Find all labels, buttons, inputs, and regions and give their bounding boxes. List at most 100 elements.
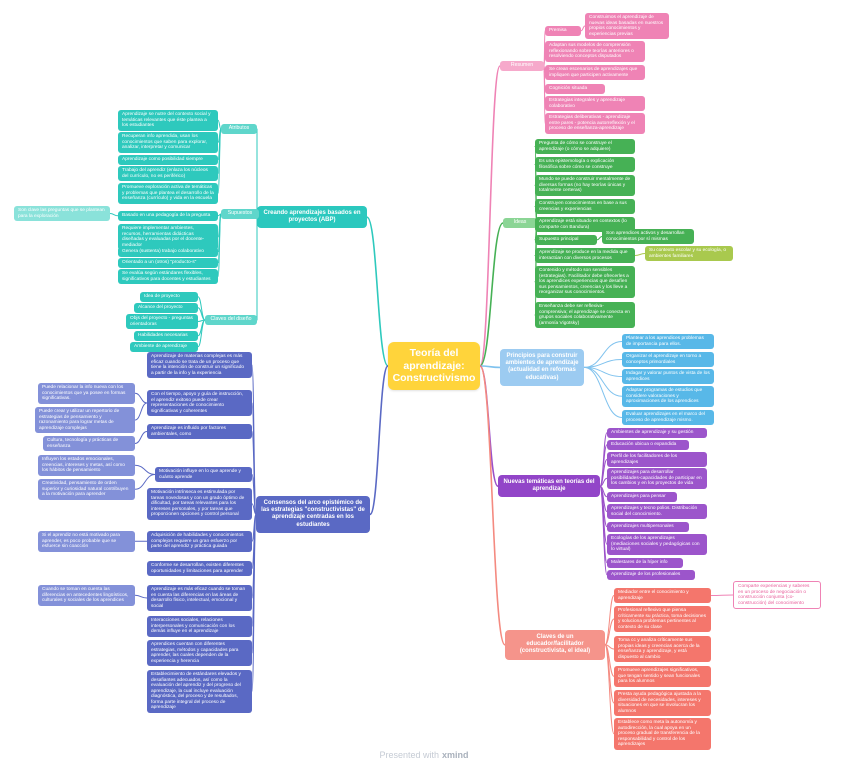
node-consenso-5[interactable]: Motivación intrínseca es estimulada por … (147, 488, 252, 520)
connector-abp-clave-5 (197, 319, 206, 348)
node-consenso-nota-6[interactable]: Si el aprendiz no está motivado para apr… (38, 531, 135, 552)
node-abp-supuesto-4[interactable]: Orientado a un (otros) "producto-s" (118, 258, 218, 268)
node-resumen-2[interactable]: Adaptan sus modelos de comprensión refle… (545, 41, 645, 62)
node-abp-clave-4[interactable]: Habilidades necesarias (134, 331, 198, 341)
node-consenso-nota-1[interactable]: Puede relacionar la info nueva con los c… (38, 383, 135, 404)
node-idea-5[interactable]: Aprendizaje está situado en contextos (l… (535, 217, 635, 233)
node-tematica-5[interactable]: Aprendizajes para pensar (607, 492, 677, 502)
node-consenso-2[interactable]: Con el tiempo, apoyo y guía de instrucci… (147, 390, 252, 417)
node-tematica-7[interactable]: Aprendizajes multipersonales (607, 522, 689, 532)
node-tematica-1[interactable]: Ambientes de aprendizaje y su gestión (607, 428, 707, 438)
node-principios-topic[interactable]: Principios para construir ambientes de a… (500, 349, 584, 386)
node-consenso-10[interactable]: Aprendices cuentan con diferentes estrat… (147, 640, 252, 667)
node-educador-clave-1[interactable]: Mediador entre el conocimiento y aprendi… (614, 588, 711, 604)
node-consenso-8[interactable]: Aprendizaje es más eficaz cuando se toma… (147, 585, 252, 612)
node-idea-1[interactable]: Pregunta de cómo se construye el aprendi… (535, 139, 635, 155)
node-consenso-nota-2[interactable]: Puede crear y utilizar un repertorio de … (35, 407, 135, 434)
node-consenso-nota-5[interactable]: Creatividad, pensamiento de orden superi… (38, 479, 135, 500)
node-idea-supuesto-detalle[interactable]: Son aprendices activos y desarrollan con… (602, 229, 694, 245)
node-educador-clave-3[interactable]: Toma cc y analiza críticamente sus propi… (614, 636, 711, 663)
node-abp-atributo-5[interactable]: Promueve exploración activa de temáticas… (118, 183, 218, 204)
node-consenso-4[interactable]: Motivación influye en lo que aprende y c… (155, 467, 252, 483)
node-consenso-1[interactable]: Aprendizaje de materias complejas es más… (147, 352, 252, 379)
node-educador-topic[interactable]: Claves de un educador/facilitador (const… (505, 630, 605, 660)
node-idea-9[interactable]: Enseñanza debe ser reflexiva-comprensiva… (535, 302, 635, 329)
node-idea-3[interactable]: Mundo se puede construir mentalmente de … (535, 175, 635, 196)
node-consenso-7[interactable]: Conforme se desarrollan, existen diferen… (147, 561, 252, 577)
node-idea-contextos-detalle[interactable]: Su contexto escolar y su ecología, o amb… (645, 246, 733, 262)
connector-tematica-3 (599, 459, 608, 487)
node-tematica-3[interactable]: Perfil de los facilitadores de los apren… (607, 452, 707, 468)
node-educador-clave-2[interactable]: Profesional reflexivo que piensa crítica… (614, 606, 711, 633)
node-tematica-8[interactable]: Ecologías de los aprendizajes (mediacion… (607, 534, 707, 555)
connector-tematica-2 (599, 444, 608, 487)
node-consenso-6[interactable]: Adquisición de habilidades y conocimient… (147, 531, 252, 552)
node-abp-supuesto-2[interactable]: Requiere implementar ambientes, recursos… (118, 224, 218, 251)
connector-consenso-9 (251, 513, 257, 627)
node-idea-2[interactable]: Es una epistemología o explicación filos… (535, 157, 635, 173)
node-resumen-3[interactable]: Se crean escenarios de aprendizajes que … (545, 65, 645, 81)
node-abp-label-claves[interactable]: Claves del diseño (205, 315, 257, 325)
node-consenso-3[interactable]: Aprendizaje es influido por factores amb… (147, 424, 252, 440)
node-tematica-6[interactable]: Aprendizajes y tecno polios. Distribució… (607, 504, 707, 520)
node-resumen-6[interactable]: Estrategias deliberativas - aprendizaje … (545, 113, 645, 134)
node-abp-label-supuestos[interactable]: Supuestos (221, 209, 259, 219)
node-consensos-topic[interactable]: Consensos del arco epistémico de las est… (256, 496, 370, 533)
node-abp-clave-2[interactable]: Alcance del proyecto (134, 303, 198, 313)
node-tematica-10[interactable]: Aprendizaje de los profesionales (607, 570, 695, 580)
node-principio-4[interactable]: Adaptar programas de estudios que consid… (622, 386, 714, 407)
connector-tematica-7 (599, 485, 608, 528)
node-idea-6[interactable]: Supuesto principal (535, 235, 597, 245)
connector-principios-topic (479, 365, 501, 369)
node-consenso-nota-3[interactable]: Cultura, tecnología y prácticas de enseñ… (43, 436, 135, 452)
node-tematica-9[interactable]: Malestares de la híper info (607, 558, 683, 568)
node-abp-atributo-3[interactable]: Aprendizaje como posibilidad siempre (118, 155, 218, 165)
node-ideas-topic[interactable]: Ideas (503, 218, 537, 228)
node-abp-supuesto-1[interactable]: Basado en una pedagogía de la pregunta (118, 211, 218, 221)
node-educador-clave-6[interactable]: Establece como meta la autonomía y autod… (614, 718, 711, 750)
connector-principio-2 (583, 359, 623, 368)
node-idea-4[interactable]: Construyen conocimientos en base a sus c… (535, 199, 635, 215)
node-tematicas-topic[interactable]: Nuevas temáticas en teorías del aprendiz… (498, 475, 600, 498)
node-principio-5[interactable]: Evaluar aprendizajes en el marco del pro… (622, 410, 714, 426)
node-principio-1[interactable]: Plantear a los aprendices problemas de i… (622, 334, 714, 350)
connector-ideas-topic (479, 222, 504, 367)
node-idea-7[interactable]: Aprendizaje se produce en la medida que … (535, 248, 635, 264)
node-educador-detalle-mediador[interactable]: Comparte experiencias y saberes en un pr… (733, 581, 821, 610)
connector-educador-clave-6 (604, 644, 615, 735)
node-educador-clave-5[interactable]: Presta ayuda pedagógica ajustada a la di… (614, 690, 711, 717)
node-abp-atributo-4[interactable]: Trabajo del aprendiz (enlaza los núcleos… (118, 166, 218, 182)
node-idea-8[interactable]: Contenido y método son sensibles (estrat… (535, 266, 635, 298)
node-abp-supuesto-5[interactable]: Se evalúa según estándares flexibles, si… (118, 269, 218, 285)
node-tematica-4[interactable]: Aprendizajes para desarrollar posibilida… (607, 468, 707, 489)
node-central-topic[interactable]: Teoría del aprendizaje: Constructivismo (388, 342, 480, 390)
node-resumen-4[interactable]: Cognición situada (545, 84, 605, 94)
node-resumen-premisa[interactable]: Premisa (545, 26, 581, 36)
node-abp-topic[interactable]: Creando aprendizajes basados en proyecto… (257, 206, 367, 229)
node-abp-note-preguntas[interactable]: Son clave las preguntas que se plantean … (14, 206, 110, 222)
node-resumen-5[interactable]: Estrategias integrales y aprendizaje col… (545, 96, 645, 112)
connector-educador-topic (479, 365, 506, 646)
node-resumen-topic[interactable]: Resumen (500, 61, 544, 71)
node-educador-clave-4[interactable]: Promueve aprendizajes significativos, qu… (614, 666, 711, 687)
node-tematica-2[interactable]: Educación ubicua o expandida (607, 440, 689, 450)
node-abp-label-atributos[interactable]: Atributos (221, 124, 257, 134)
connector-abp-clave-4 (197, 319, 206, 337)
node-resumen-premisa-detalle[interactable]: Construimos el aprendizaje de nuevas ide… (585, 13, 669, 40)
node-consenso-nota-7[interactable]: Cuando se toman en cuenta las diferencia… (38, 585, 135, 606)
connector-abp-clave-1 (197, 296, 206, 321)
node-consenso-nota-4[interactable]: Influyen los estados emocionales, creenc… (38, 455, 135, 476)
node-consenso-11[interactable]: Establecimiento de estándares elevados y… (147, 670, 252, 713)
node-abp-clave-1[interactable]: Idea de proyecto (140, 292, 198, 302)
node-abp-clave-5[interactable]: Ambiente de aprendizaje (130, 342, 198, 352)
node-principio-2[interactable]: Organizar el aprendizaje en torno a conc… (622, 352, 714, 368)
footer-brand[interactable]: xmind (442, 750, 469, 760)
node-principio-3[interactable]: Indagar y valorar puntos de vista de los… (622, 369, 714, 385)
connector-educador-clave-5 (604, 644, 615, 704)
node-abp-clave-3[interactable]: Objs del proyecto - preguntas orientador… (126, 314, 198, 330)
node-abp-atributo-1[interactable]: Aprendizaje se nutre del contexto social… (118, 110, 218, 131)
node-abp-supuesto-3[interactable]: Genera (sustenta) trabajo colaborativo (118, 247, 218, 257)
node-consenso-9[interactable]: Interacciones sociales, relaciones inter… (147, 616, 252, 637)
node-abp-atributo-2[interactable]: Recuperan info aprendida, usan los conoc… (118, 132, 218, 153)
